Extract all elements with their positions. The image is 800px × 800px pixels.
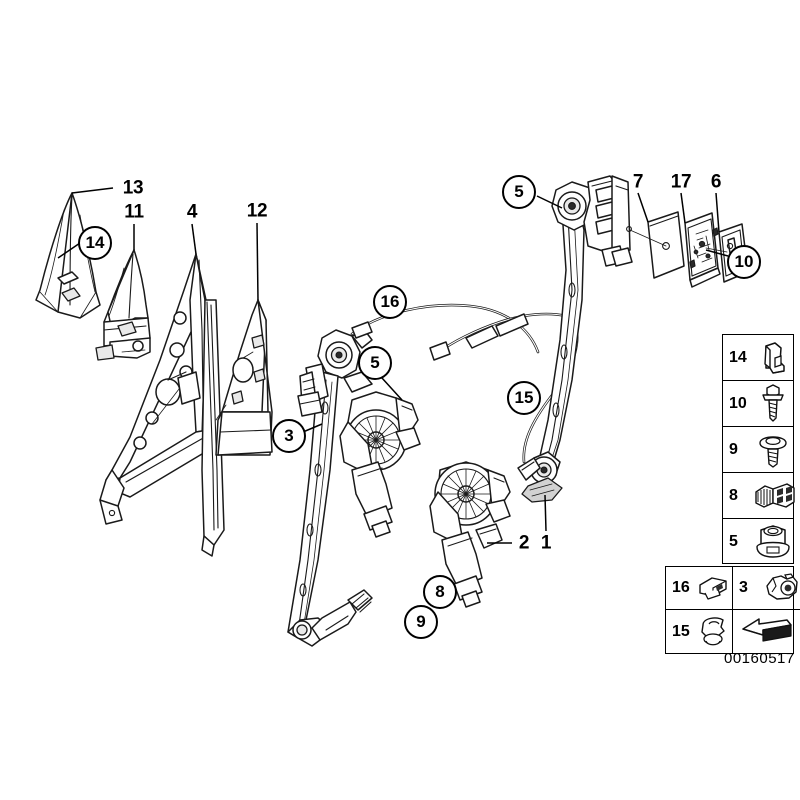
roller-guide-icon — [763, 567, 800, 609]
legend-item-5: 5 — [723, 519, 793, 565]
legend-grid: 16 3 — [665, 566, 800, 654]
legend-column: 14 10 — [722, 334, 795, 565]
part-2-window-motor — [429, 461, 511, 608]
part-11-mirror-bracket — [95, 249, 151, 361]
part-12-filler-panel — [215, 299, 273, 456]
bracket-clip-icon — [753, 335, 793, 380]
electrical-connector-icon — [753, 473, 797, 518]
callout-bubble: 3 — [272, 419, 306, 453]
callout-bubble: 8 — [423, 575, 457, 609]
legend-item-9: 9 — [723, 427, 793, 473]
callout-label: 7 — [632, 171, 644, 193]
flange-nut-icon — [753, 519, 793, 565]
cable-clip-icon — [696, 567, 732, 609]
callout-label: 4 — [186, 201, 198, 223]
legend-item-direction — [733, 610, 800, 653]
callout-label: 1 — [540, 532, 552, 554]
callout-label: 12 — [246, 200, 268, 222]
part-17-control-module — [684, 212, 721, 288]
callout-bubble: 10 — [727, 245, 761, 279]
legend-item-14: 14 — [723, 335, 793, 381]
pcb-traces — [693, 229, 713, 263]
legend-item-16: 16 — [666, 567, 733, 610]
legend-item-15: 15 — [666, 610, 733, 653]
legend-item-8: 8 — [723, 473, 795, 519]
callout-bubble: 5 — [358, 346, 392, 380]
legend-item-10: 10 — [723, 381, 793, 427]
callout-bubble: 14 — [78, 226, 112, 260]
callout-bubble: 15 — [507, 381, 541, 415]
grommet-clip-icon — [696, 610, 732, 653]
direction-arrow-icon — [733, 610, 800, 653]
regulator-assembly-left — [287, 329, 421, 647]
callout-label: 13 — [122, 177, 144, 199]
part-4-window-frame — [99, 253, 225, 557]
diagram-id-number: 00160517 — [724, 650, 795, 667]
regulator-rail-right — [517, 175, 633, 503]
callout-bubble: 16 — [373, 285, 407, 319]
callout-label: 6 — [710, 171, 722, 193]
dome-head-screw-icon — [753, 427, 793, 472]
part-7-gasket-plate — [626, 211, 685, 279]
callout-label: 17 — [670, 171, 692, 193]
hex-flange-bolt-icon — [753, 381, 793, 426]
callout-label: 2 — [518, 532, 530, 554]
callout-bubble: 5 — [502, 175, 536, 209]
callout-label: 11 — [124, 201, 144, 223]
legend-item-3: 3 — [733, 567, 800, 610]
leader-lines — [57, 187, 729, 544]
callout-bubble: 9 — [404, 605, 438, 639]
